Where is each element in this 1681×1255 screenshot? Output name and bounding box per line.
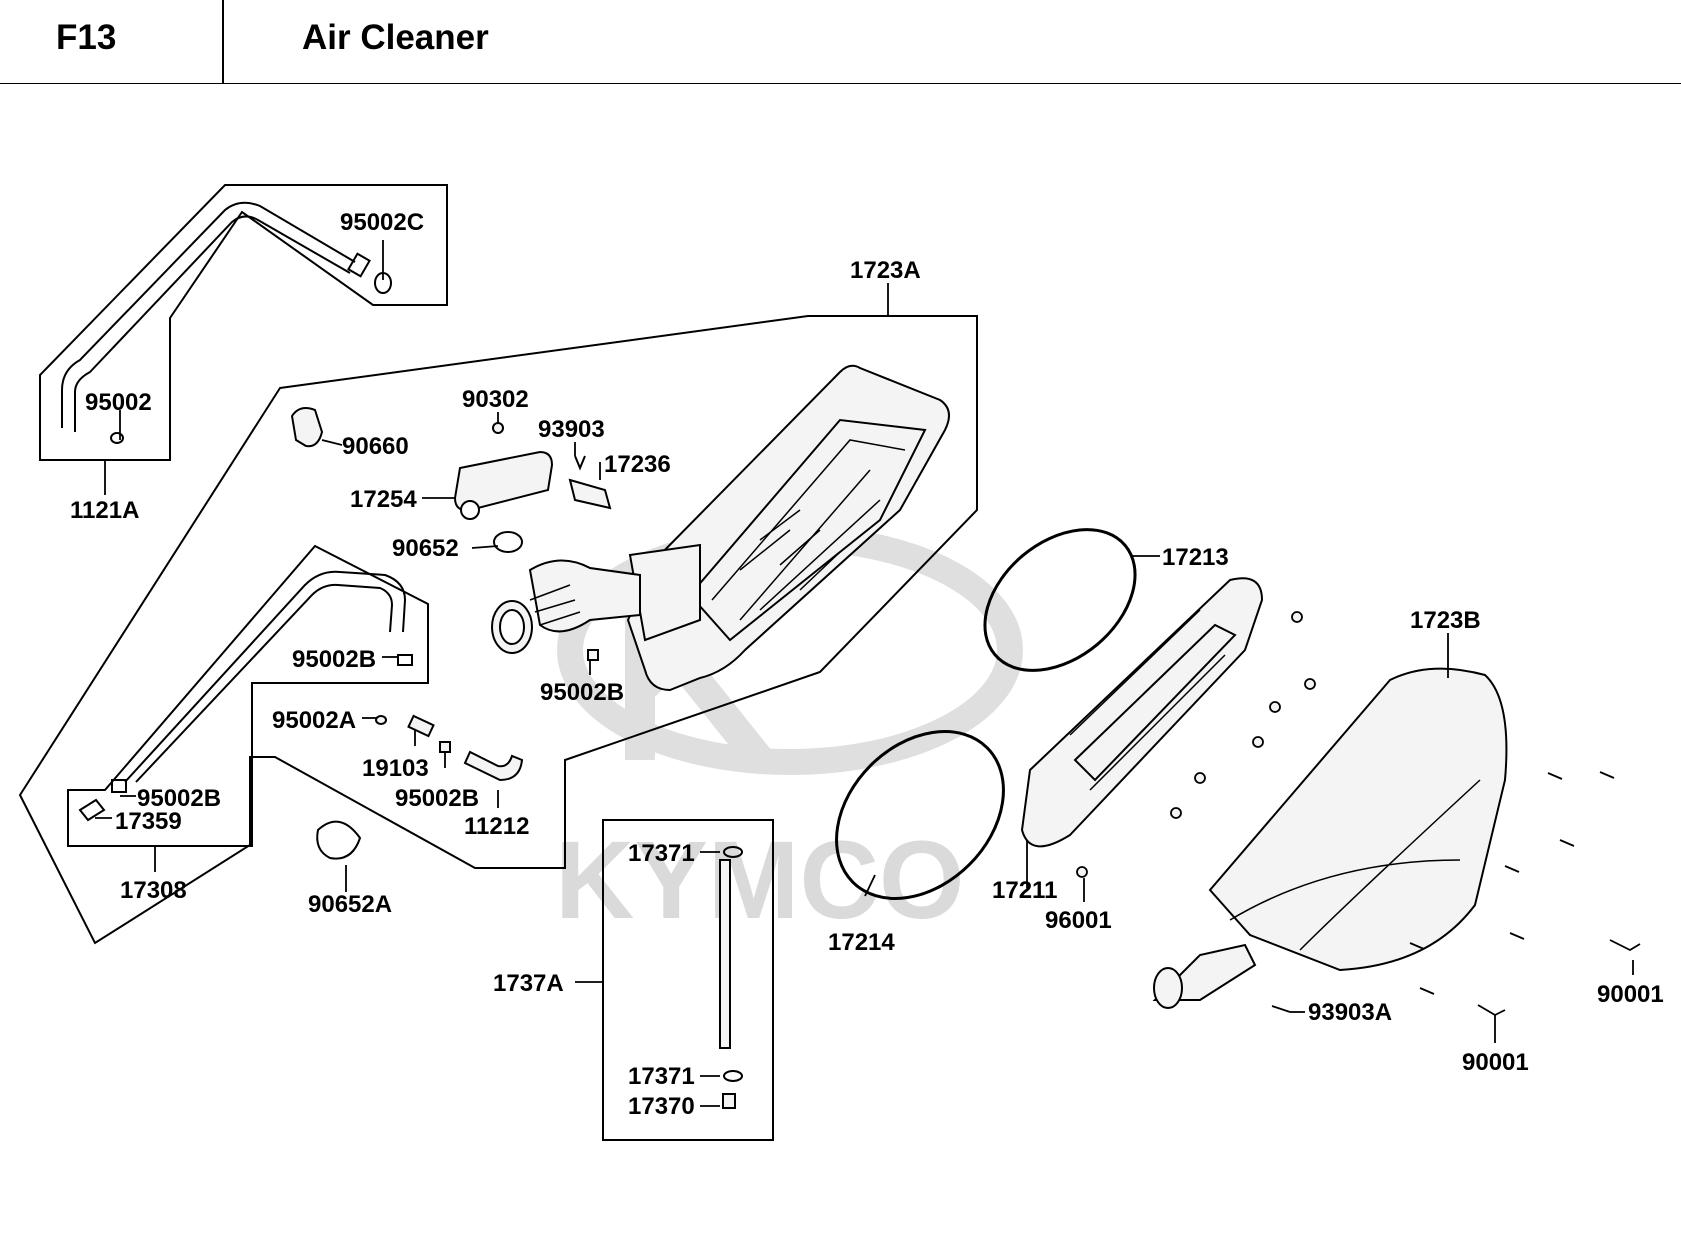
label-17371-top: 17371 xyxy=(628,840,695,867)
group-17308-outline xyxy=(67,544,429,847)
label-96001: 96001 xyxy=(1045,907,1112,934)
label-19103: 19103 xyxy=(362,755,429,782)
gasket-17214 xyxy=(835,730,1005,900)
label-1737A: 1737A xyxy=(493,970,564,997)
label-90652A: 90652A xyxy=(308,891,392,918)
screws xyxy=(1076,611,1641,1017)
screw xyxy=(1252,736,1264,748)
screw xyxy=(1304,678,1316,690)
label-95002: 95002 xyxy=(85,389,152,416)
hose-11212 xyxy=(463,750,524,782)
label-90652: 90652 xyxy=(392,535,459,562)
misc-small-parts xyxy=(316,714,524,860)
label-90001-right: 90001 xyxy=(1597,981,1664,1008)
screw-96001 xyxy=(1076,866,1088,878)
screw xyxy=(1194,772,1206,784)
label-95002C: 95002C xyxy=(340,209,424,236)
label-17214: 17214 xyxy=(828,929,895,956)
screw-93903 xyxy=(574,455,586,471)
screw xyxy=(1291,611,1303,623)
label-17370: 17370 xyxy=(628,1093,695,1120)
group-outlines xyxy=(18,184,978,1141)
hose-1121A xyxy=(61,201,392,444)
intake-duct xyxy=(491,559,641,654)
clip-95002A xyxy=(375,715,387,725)
screw xyxy=(1170,807,1182,819)
clamp-90652 xyxy=(493,531,523,553)
label-93903: 93903 xyxy=(538,416,605,443)
label-17213: 17213 xyxy=(1162,544,1229,571)
page-title: Air Cleaner xyxy=(302,18,489,57)
label-1723A: 1723A xyxy=(850,257,921,284)
bolt-90001 xyxy=(1609,939,1641,952)
element-17211 xyxy=(1020,577,1264,848)
label-95002B-joint: 95002B xyxy=(395,785,479,812)
label-95002B-case: 95002B xyxy=(540,679,624,706)
drain-tube-1737A xyxy=(719,846,743,1109)
label-95002B-hose: 95002B xyxy=(292,646,376,673)
screw xyxy=(1269,701,1281,713)
label-95002B-end: 95002B xyxy=(137,785,221,812)
bolt-90001 xyxy=(1477,1004,1506,1017)
small-parts-1723A xyxy=(290,407,612,661)
page-header: F13 Air Cleaner xyxy=(0,0,1681,84)
label-17371-bottom: 17371 xyxy=(628,1063,695,1090)
clip-90660 xyxy=(290,407,324,448)
part-labels: 95002C 1723A 95002 1121A 90660 90302 939… xyxy=(70,209,1664,1120)
leader-lines xyxy=(95,240,1634,1107)
clamp-90652A xyxy=(316,820,362,860)
label-17308: 17308 xyxy=(120,877,187,904)
case-1723A xyxy=(626,364,950,692)
label-93903A: 93903A xyxy=(1308,999,1392,1026)
joint-19103 xyxy=(407,714,435,738)
tank-17254 xyxy=(453,450,554,512)
group-1723A-outline xyxy=(18,315,978,945)
label-17254: 17254 xyxy=(350,486,417,513)
section-code: F13 xyxy=(56,18,117,57)
bracket-17236 xyxy=(568,478,612,510)
label-17359: 17359 xyxy=(115,808,182,835)
label-17236: 17236 xyxy=(604,451,671,478)
watermark-text: KYMCO xyxy=(555,819,964,942)
label-90302: 90302 xyxy=(462,386,529,413)
clip-95002B-case xyxy=(587,649,599,661)
gaskets xyxy=(835,528,1137,900)
screw-93903A xyxy=(1271,1005,1291,1013)
label-11212: 11212 xyxy=(464,813,529,840)
group-1121A-outline xyxy=(39,184,448,461)
header-divider xyxy=(222,0,224,83)
nut-90302 xyxy=(492,422,504,434)
label-90660: 90660 xyxy=(342,433,409,460)
label-1723B: 1723B xyxy=(1410,607,1481,634)
label-1121A: 1121A xyxy=(70,497,139,524)
gasket-17213 xyxy=(983,528,1137,672)
label-90001-left: 90001 xyxy=(1462,1049,1529,1076)
label-95002A: 95002A xyxy=(272,707,356,734)
clip-95002B-joint xyxy=(439,741,451,753)
label-17211: 17211 xyxy=(992,877,1057,904)
cover-1723B xyxy=(1152,667,1508,1009)
hose-17308 xyxy=(78,570,413,822)
group-1737A-outline xyxy=(602,819,774,1141)
